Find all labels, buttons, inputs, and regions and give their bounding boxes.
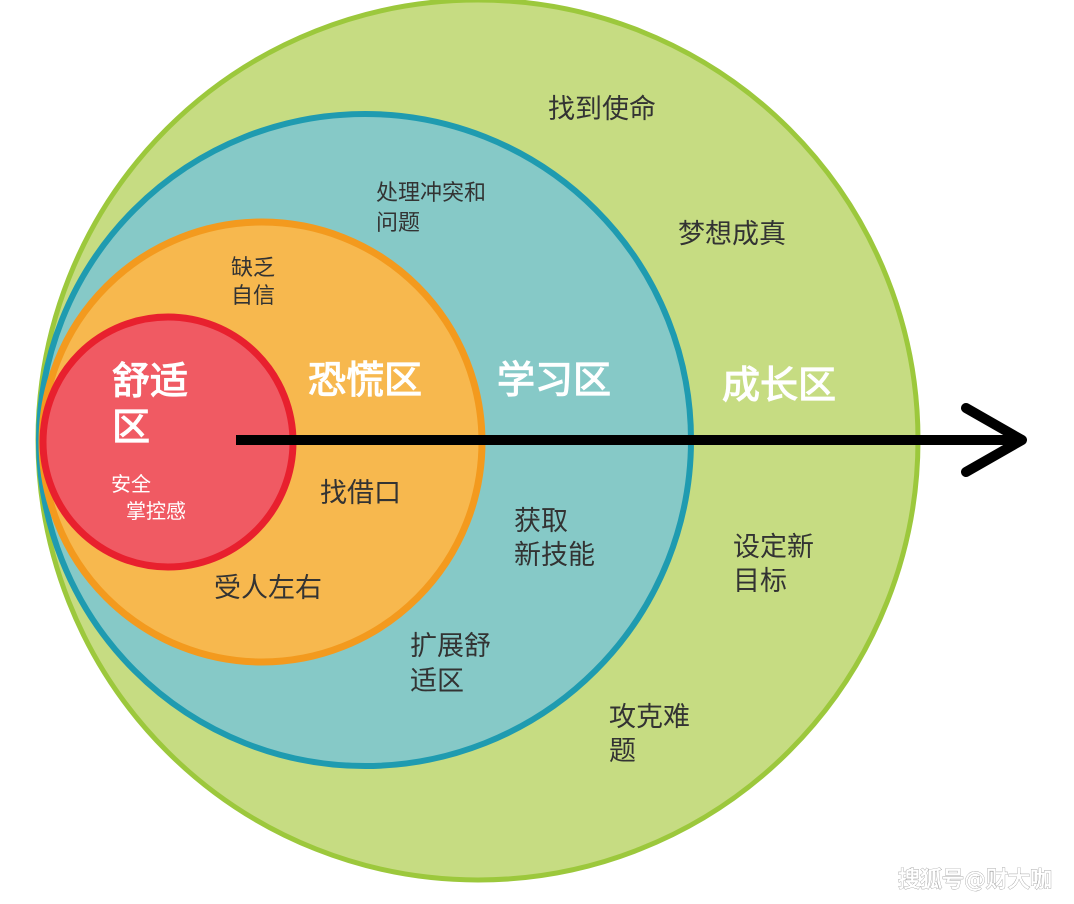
fear-lack-label-line2: 自信: [231, 284, 275, 309]
growth-goals-label-line1: 设定新: [733, 532, 814, 563]
comfort-control-label: 掌控感: [126, 499, 186, 523]
growth-goals-label-line2: 目标: [733, 566, 787, 597]
learning-zone-title: 学习区: [497, 358, 611, 402]
learning-skills-label-line1: 获取: [514, 506, 568, 537]
growth-purpose-label: 找到使命: [548, 94, 656, 125]
watermark-text: 搜狐号@财大咖: [898, 867, 1052, 893]
learning-expand-label-line1: 扩展舒: [410, 631, 491, 662]
arrow-head: [961, 403, 1027, 477]
fear-controlled-label: 受人左右: [214, 573, 322, 604]
comfort-zone-title-line2: 区: [112, 405, 150, 449]
comfort-safety-label: 安全: [111, 472, 151, 496]
fear-lack-label-line1: 缺乏: [231, 256, 275, 281]
fear-excuse-label: 找借口: [320, 478, 401, 509]
learning-skills-label-line2: 新技能: [514, 540, 595, 571]
growth-challenge-label-line2: 题: [609, 736, 636, 767]
fear-zone-title: 恐慌区: [308, 358, 422, 402]
growth-dream-label: 梦想成真: [678, 219, 786, 250]
growth-challenge-label-line1: 攻克难: [609, 702, 690, 733]
growth-zone-title: 成长区: [722, 363, 836, 407]
learning-conflict-label-line1: 处理冲突和: [376, 181, 486, 206]
learning-conflict-label-line2: 问题: [376, 211, 420, 236]
comfort-zone-title-line1: 舒适: [112, 359, 188, 403]
learning-expand-label-line2: 适区: [410, 666, 464, 697]
